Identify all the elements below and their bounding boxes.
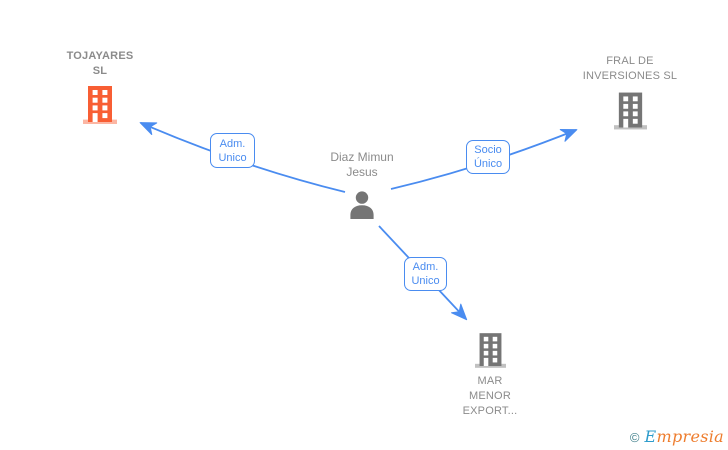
edge-label-adm-unico-mar: Adm. Unico bbox=[404, 257, 447, 291]
edge-label-socio-unico: Socio Único bbox=[466, 140, 510, 174]
company-name-mar-menor: MAR MENOR EXPORT... bbox=[462, 375, 518, 417]
node-person-diaz-mimun-jesus[interactable]: Diaz Mimun Jesus bbox=[326, 150, 398, 219]
node-tojayares[interactable]: TOJAYARES SL bbox=[62, 49, 138, 124]
edge-label-adm-unico-tojayares: Adm. Unico bbox=[210, 133, 255, 168]
building-icon bbox=[613, 92, 647, 130]
person-icon bbox=[350, 191, 374, 219]
node-mar-menor[interactable]: MAR MENOR EXPORT... bbox=[462, 333, 518, 419]
copyright-icon: © bbox=[629, 430, 640, 445]
company-name-tojayares: TOJAYARES SL bbox=[66, 50, 134, 77]
company-name-fral: FRAL DE INVERSIONES SL bbox=[582, 55, 678, 82]
brand-wordmark: Empresia bbox=[644, 427, 724, 446]
building-icon bbox=[474, 333, 506, 368]
person-name: Diaz Mimun Jesus bbox=[330, 150, 394, 179]
node-fral[interactable]: FRAL DE INVERSIONES SL bbox=[578, 54, 682, 130]
building-icon bbox=[83, 86, 117, 124]
empresia-logo[interactable]: © Empresia bbox=[630, 427, 724, 446]
